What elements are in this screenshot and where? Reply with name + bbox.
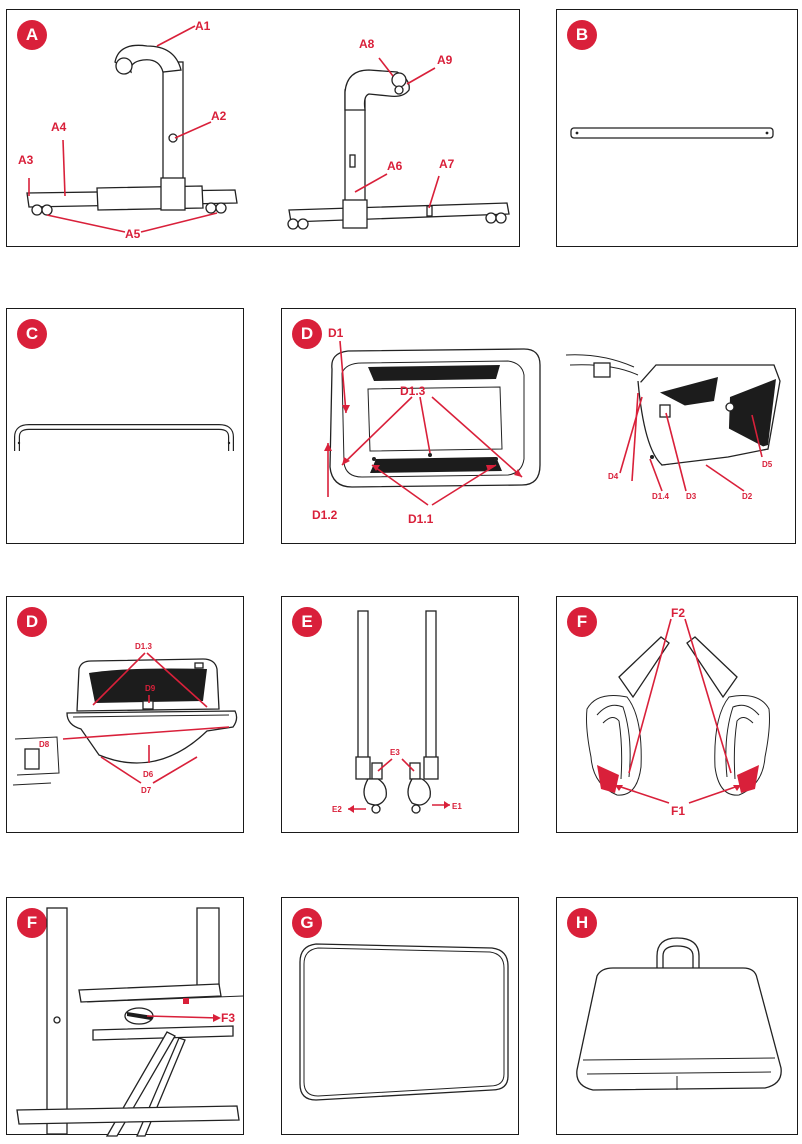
label-f1: F1 (671, 804, 685, 818)
carry-bag (576, 937, 782, 1091)
label-d8: D8 (39, 740, 50, 749)
panel-d-bottom: D D1.3 D9 D8 D6 D7 (6, 596, 244, 833)
label-f3: F3 (221, 1011, 235, 1025)
panel-f-straps-leaders (614, 618, 742, 804)
label-d1-2: D1.2 (312, 508, 338, 522)
bassinet-side (565, 354, 781, 466)
label-d2-d1-3: D1.3 (135, 642, 152, 651)
panel-e: E E3 E2 E1 (281, 596, 519, 833)
label-e2: E2 (332, 805, 342, 814)
label-d7: D7 (141, 786, 152, 795)
panel-b-drawing (570, 127, 774, 139)
label-d3: D3 (686, 492, 697, 501)
panel-h-drawing (576, 937, 782, 1091)
panel-g: G (281, 897, 519, 1135)
label-e1: E1 (452, 802, 462, 811)
panel-c: C (6, 308, 244, 544)
label-a6: A6 (387, 159, 403, 173)
panel-d-top-drawing: D1 D1.3 D1.2 D1.1 D4 D1.4 D3 D2 D5 (312, 326, 781, 526)
panel-d-top: D (281, 308, 796, 544)
label-d1-3: D1.3 (400, 384, 426, 398)
panel-g-drawing (299, 943, 509, 1101)
label-a1: A1 (195, 19, 211, 33)
bar-c (14, 424, 234, 451)
leg-left (355, 610, 387, 814)
label-d9: D9 (145, 684, 156, 693)
panel-h-badge: H (567, 908, 597, 938)
panel-f-underside: F F3 (6, 897, 244, 1137)
panel-e-leaders (348, 758, 450, 813)
label-d1-4: D1.4 (652, 492, 669, 501)
panel-f-underside-badge: F (17, 908, 47, 938)
panel-b-badge: B (567, 20, 597, 50)
panel-a-leaders (28, 25, 440, 233)
label-f2: F2 (671, 606, 685, 620)
panel-a-badge: A (17, 20, 47, 50)
panel-d-bottom-leaders (62, 652, 230, 784)
strap-left (586, 636, 670, 796)
label-a3: A3 (18, 153, 34, 167)
label-d6: D6 (143, 770, 154, 779)
label-a7: A7 (439, 157, 455, 171)
panel-f-straps: F F2 F1 (556, 596, 798, 833)
label-d2: D2 (742, 492, 753, 501)
label-a2: A2 (211, 109, 227, 123)
label-d4: D4 (608, 472, 619, 481)
panel-g-badge: G (292, 908, 322, 938)
panel-d-top-leaders (327, 340, 763, 506)
panel-f-underside-leaders (146, 1014, 221, 1022)
label-a5: A5 (125, 227, 141, 241)
label-d1: D1 (328, 326, 344, 340)
panel-h: H (556, 897, 798, 1135)
panel-f-underside-drawing: F3 (16, 907, 244, 1137)
bassinet-flat (329, 348, 541, 488)
panel-e-drawing: E3 E2 E1 (332, 610, 462, 814)
mattress-pad (299, 943, 509, 1101)
panel-e-badge: E (292, 607, 322, 637)
panel-d-top-arrowheads (324, 405, 522, 477)
strap-right (686, 636, 770, 796)
bassinet-underside (12, 658, 238, 786)
leg-right (407, 610, 439, 814)
label-e3: E3 (390, 748, 400, 757)
panel-d-bottom-drawing: D1.3 D9 D8 D6 D7 (12, 642, 238, 795)
frame-base-right (287, 69, 510, 230)
panel-f-straps-badge: F (567, 607, 597, 637)
label-a4: A4 (51, 120, 67, 134)
panel-f-straps-drawing: F2 F1 (586, 606, 770, 818)
panel-d-bottom-badge: D (17, 607, 47, 637)
panel-c-drawing (14, 424, 234, 451)
panel-d-top-badge: D (292, 319, 322, 349)
panel-b: B (556, 9, 798, 247)
label-a8: A8 (359, 37, 375, 51)
label-d5: D5 (762, 460, 773, 469)
panel-c-badge: C (17, 319, 47, 349)
panel-a-drawing: A1 A2 A3 A4 A5 A6 A7 A8 A9 (18, 19, 510, 241)
frame-underside (16, 907, 244, 1137)
label-d1-1: D1.1 (408, 512, 434, 526)
panel-a: A (6, 9, 520, 247)
label-a9: A9 (437, 53, 453, 67)
rod-b (570, 127, 774, 139)
frame-base-left (26, 44, 238, 216)
